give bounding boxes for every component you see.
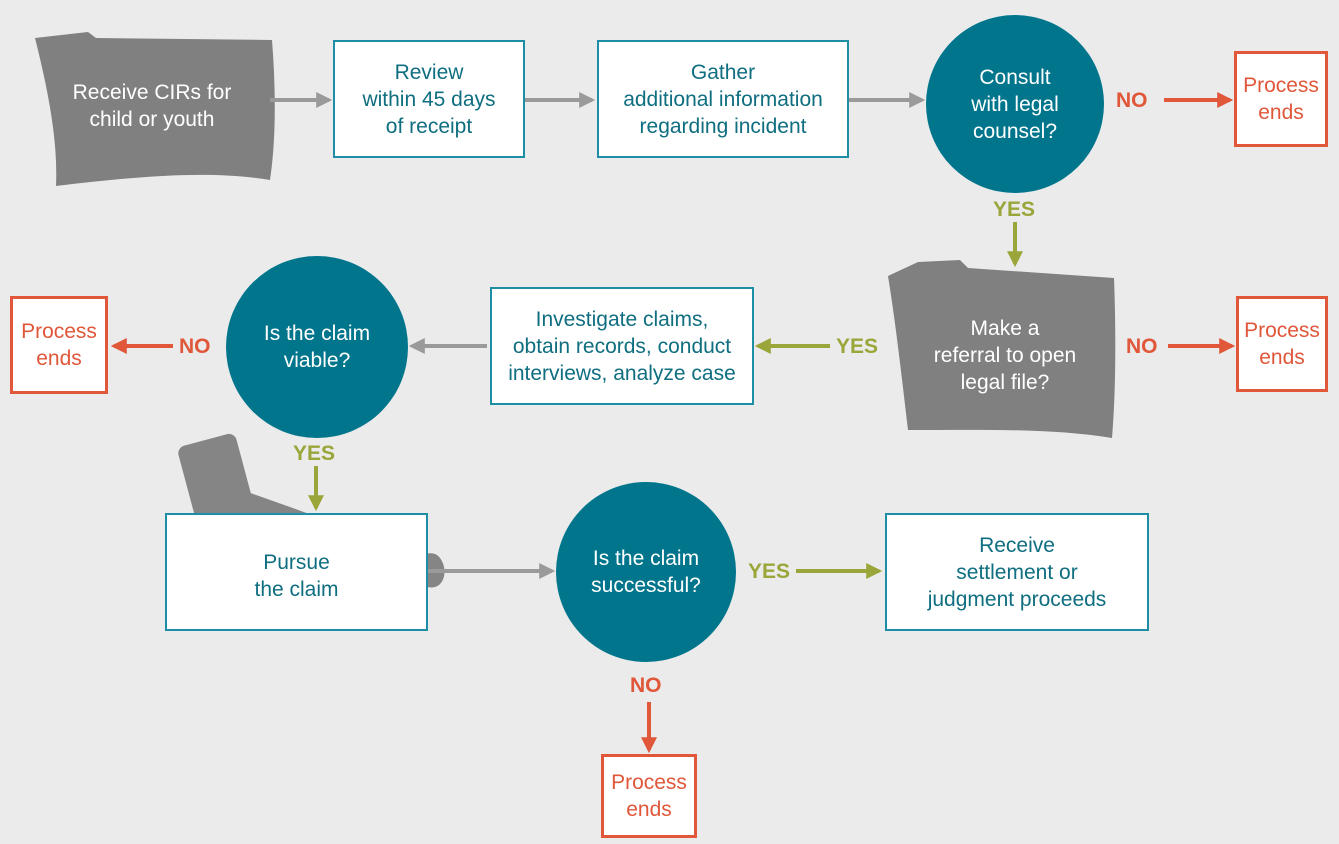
node-receive-cirs: Receive CIRs for child or youth: [72, 80, 232, 131]
label-consult-no: NO: [1116, 89, 1148, 112]
label-referral-no: NO: [1126, 335, 1158, 358]
node-consult: Consult with legal counsel?: [926, 15, 1104, 193]
node-end-3: Process ends: [10, 296, 108, 394]
document-shape-receive: [35, 32, 275, 186]
label-successful-no: NO: [630, 674, 662, 697]
node-receive-settlement: Receive settlement or judgment proceeds: [885, 513, 1149, 631]
node-successful: Is the claim successful?: [556, 482, 736, 662]
label-viable-no: NO: [179, 335, 211, 358]
node-referral: Make a referral to open legal file?: [933, 316, 1077, 394]
label-consult-yes: YES: [993, 198, 1036, 221]
node-viable: Is the claim viable?: [226, 256, 408, 438]
label-referral-yes: YES: [836, 335, 879, 358]
label-successful-yes: YES: [748, 560, 791, 583]
node-end-1: Process ends: [1234, 51, 1328, 147]
label-viable-yes: YES: [293, 442, 336, 465]
node-pursue: Pursue the claim: [165, 513, 428, 631]
node-end-4: Process ends: [601, 754, 697, 838]
node-investigate: Investigate claims, obtain records, cond…: [490, 287, 754, 405]
node-end-2: Process ends: [1236, 296, 1328, 392]
document-shape-referral: [888, 260, 1116, 438]
node-gather: Gather additional information regarding …: [597, 40, 849, 158]
node-review: Review within 45 days of receipt: [333, 40, 525, 158]
